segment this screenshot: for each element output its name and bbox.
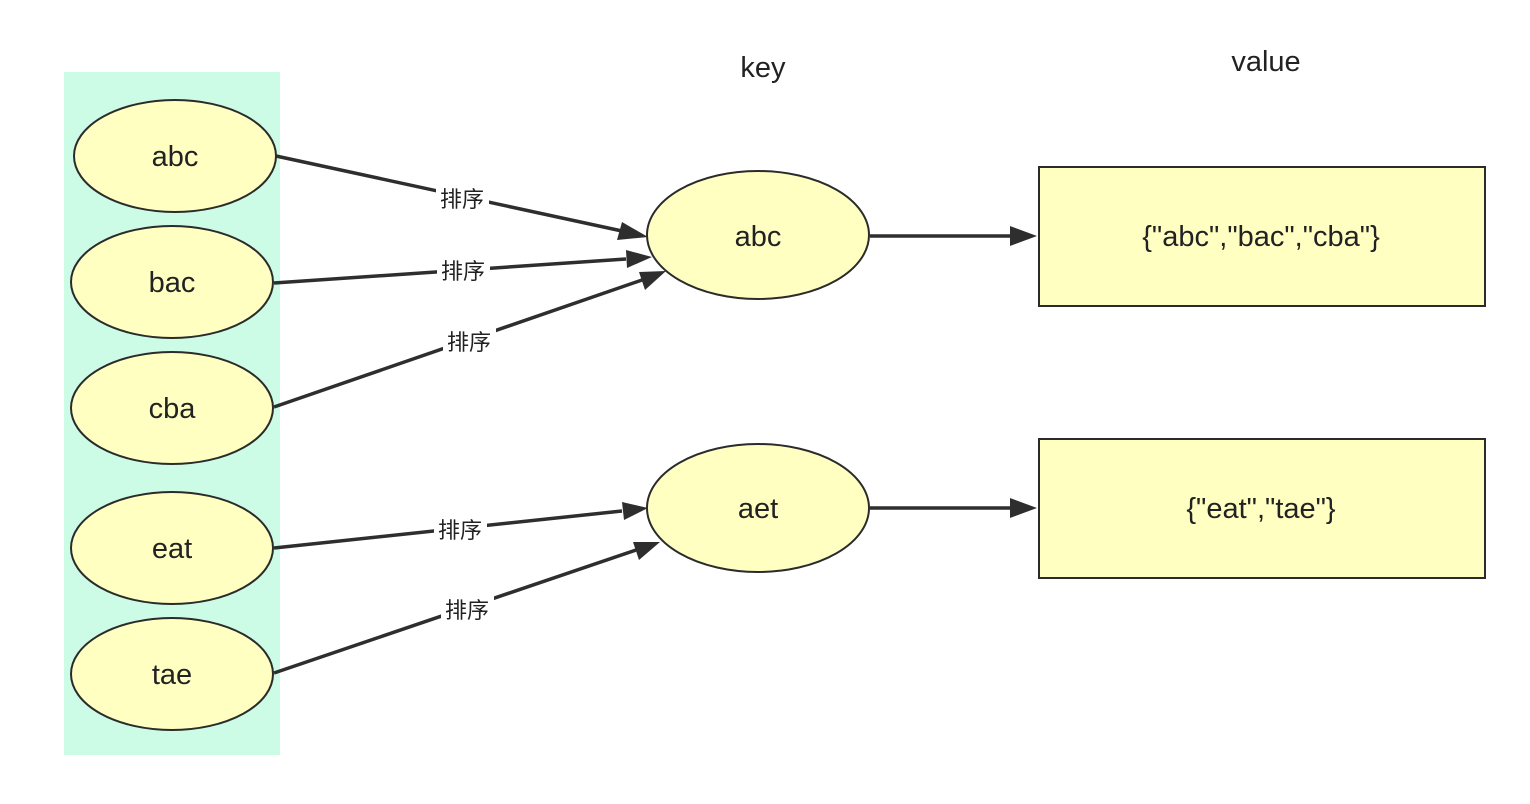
input-label-abc: abc [152, 141, 199, 173]
value-label-abc: {"abc","bac","cba"} [1142, 221, 1380, 253]
edge-label-eat: 排序 [438, 519, 482, 544]
key-label-abc: abc [735, 221, 782, 253]
input-node-cba [70, 351, 274, 465]
edge-key-aet-to-value [870, 498, 1037, 518]
key-label-aet: aet [738, 493, 778, 525]
key-node-abc [646, 170, 870, 300]
edge-label-abc: 排序 [440, 188, 484, 213]
key-column-header: key [740, 52, 786, 84]
input-label-tae: tae [152, 659, 192, 691]
value-box-aet [1038, 438, 1486, 579]
input-label-bac: bac [149, 267, 196, 299]
input-label-cba: cba [149, 393, 197, 425]
input-node-eat [70, 491, 274, 605]
edge-label-cba: 排序 [447, 331, 491, 356]
value-box-abc [1038, 166, 1486, 307]
edge-label-tae: 排序 [445, 599, 489, 624]
edge-key-abc-to-value [870, 226, 1037, 246]
key-node-aet [646, 443, 870, 573]
input-node-bac [70, 225, 274, 339]
input-node-tae [70, 617, 274, 731]
value-label-aet: {"eat","tae"} [1186, 493, 1336, 525]
value-column-header: value [1231, 46, 1300, 78]
edge-label-bac: 排序 [441, 260, 485, 285]
input-node-abc [73, 99, 277, 213]
input-label-eat: eat [152, 533, 192, 565]
